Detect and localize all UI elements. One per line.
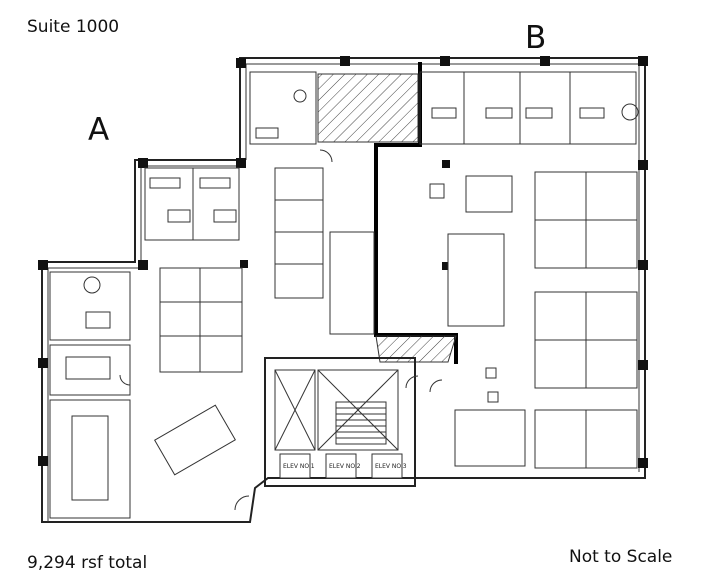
scale-note: Not to Scale	[569, 547, 673, 567]
section-a-label: A	[88, 112, 110, 148]
top-offices	[249, 71, 639, 145]
elevator-2-label: ELEV NO.2	[329, 463, 361, 470]
workstations-a	[154, 267, 243, 476]
elevators: ELEV NO.1 ELEV NO.2 ELEV NO.3	[279, 453, 407, 479]
area-label: 9,294 rsf total	[27, 553, 148, 573]
workstations-b	[534, 171, 638, 469]
open-tables-b	[429, 175, 526, 467]
section-b-label: B	[525, 20, 547, 56]
elevator-2	[325, 453, 357, 479]
hatched-areas	[317, 73, 457, 363]
building-core	[264, 357, 416, 487]
left-offices	[49, 167, 240, 341]
elevator-1	[279, 453, 311, 479]
elevator-1-label: ELEV NO.1	[283, 463, 315, 470]
elevator-3-label: ELEV NO.3	[375, 463, 407, 470]
elevator-3	[371, 453, 403, 479]
suite-label: Suite 1000	[27, 17, 120, 37]
center-offices	[274, 167, 375, 335]
door-swings	[119, 149, 443, 511]
conference-rooms	[49, 344, 131, 519]
structural-columns	[38, 56, 648, 468]
